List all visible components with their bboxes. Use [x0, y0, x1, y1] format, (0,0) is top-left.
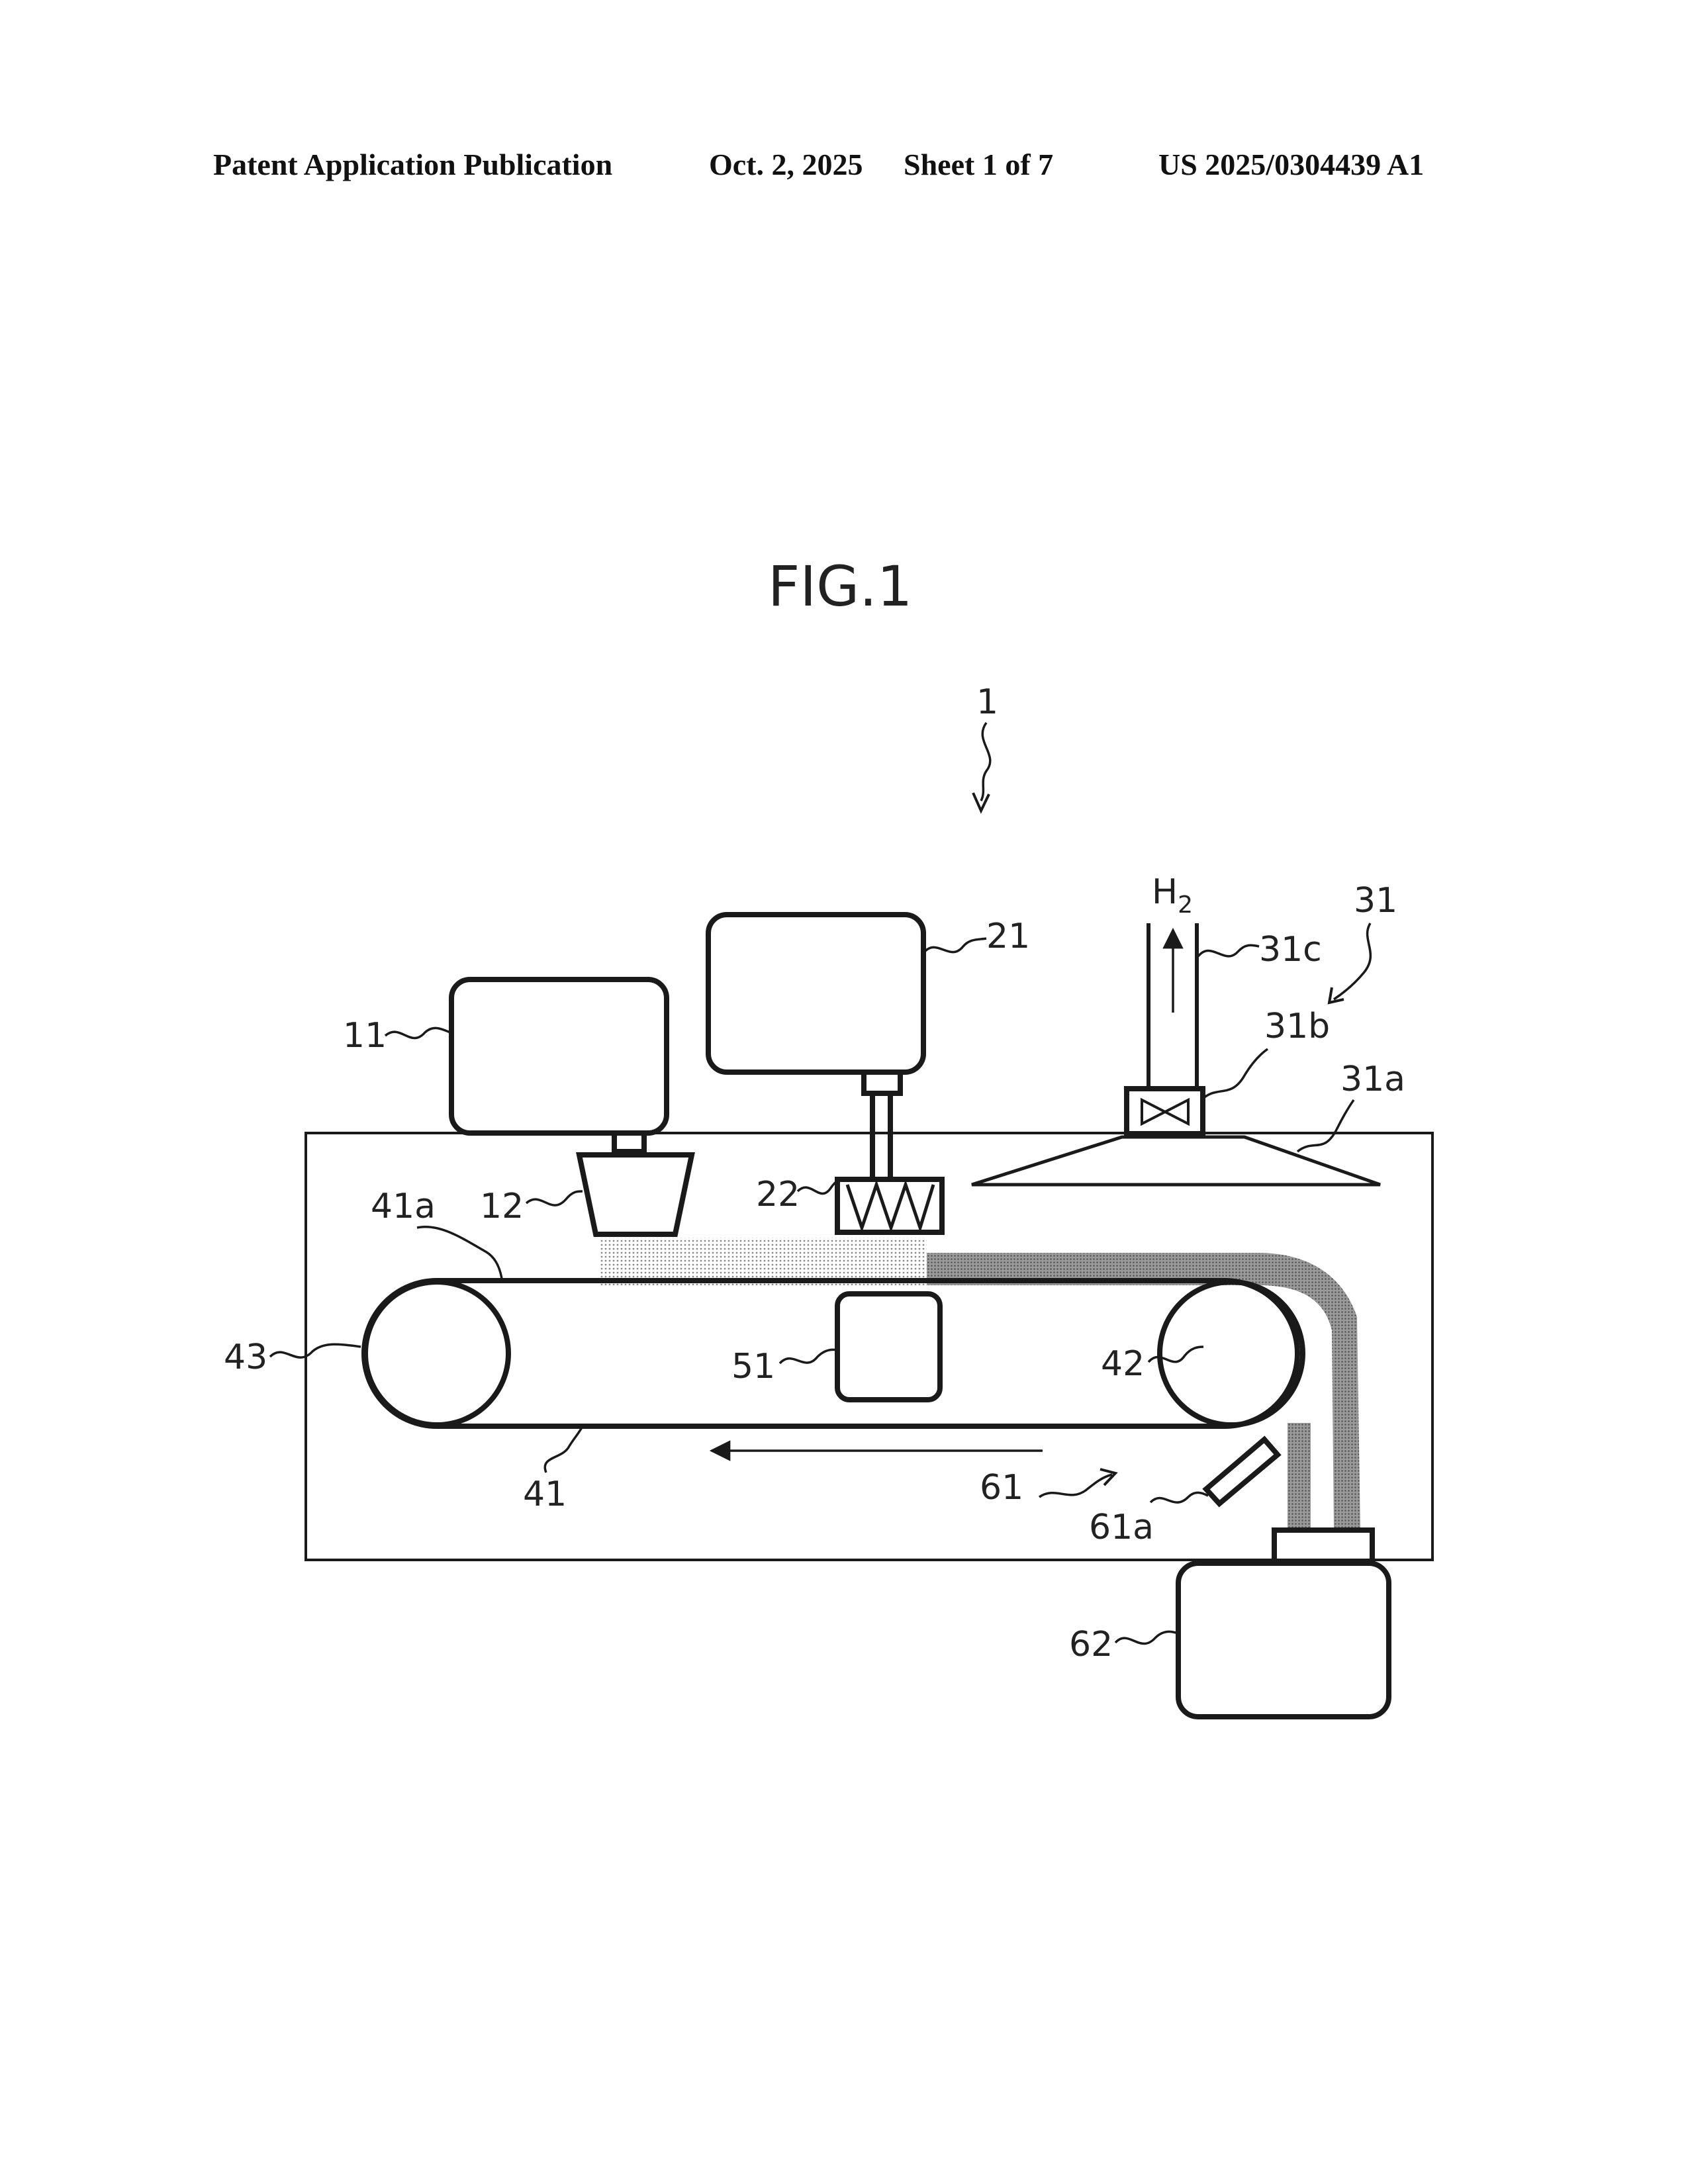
- collector-62: [1178, 1563, 1389, 1717]
- leader-42: [1149, 1347, 1203, 1362]
- leader-31: [1334, 923, 1370, 999]
- arrow-1-head: [973, 793, 989, 811]
- label-43: 43: [224, 1338, 267, 1377]
- label-41a: 41a: [371, 1187, 436, 1226]
- leader-12: [526, 1191, 583, 1205]
- label-31a: 31a: [1340, 1060, 1405, 1099]
- chamber-frame: [306, 1133, 1432, 1560]
- scraper-61a: [1206, 1439, 1278, 1504]
- valve-31b-symbol: [1142, 1100, 1188, 1124]
- leader-51: [780, 1349, 837, 1363]
- unit-21: [708, 915, 923, 1072]
- label-h2: H2: [1152, 872, 1193, 919]
- leader-1: [981, 723, 990, 801]
- unit-11: [451, 979, 667, 1133]
- label-61a: 61a: [1089, 1508, 1154, 1547]
- leader-62: [1115, 1631, 1178, 1643]
- label-62: 62: [1069, 1625, 1113, 1664]
- label-42: 42: [1101, 1344, 1145, 1384]
- leader-41: [545, 1426, 583, 1473]
- leader-31a: [1297, 1100, 1354, 1152]
- label-51: 51: [731, 1347, 775, 1387]
- leader-61a: [1150, 1492, 1208, 1502]
- leader-21: [923, 938, 986, 953]
- nozzle-12: [579, 1155, 692, 1234]
- leader-11: [385, 1028, 450, 1038]
- leader-31c: [1198, 945, 1259, 956]
- label-1: 1: [976, 682, 998, 722]
- label-31: 31: [1354, 881, 1397, 921]
- leader-43: [270, 1344, 361, 1357]
- label-41: 41: [523, 1475, 567, 1514]
- label-31b: 31b: [1264, 1007, 1330, 1046]
- label-11: 11: [343, 1016, 387, 1056]
- leader-41a: [417, 1227, 502, 1279]
- leader-31b: [1203, 1049, 1268, 1099]
- arrow-61: [1039, 1475, 1112, 1497]
- figure-title: FIG.1: [768, 554, 912, 619]
- connector-11-12: [614, 1133, 644, 1152]
- collector-62-inlet: [1274, 1530, 1372, 1563]
- tool-22-teeth: [847, 1185, 933, 1228]
- roller-42: [1160, 1282, 1303, 1425]
- leader-22: [798, 1181, 837, 1194]
- unit-51: [837, 1294, 940, 1400]
- label-22: 22: [756, 1175, 800, 1214]
- connector-21: [864, 1072, 900, 1093]
- label-12: 12: [480, 1187, 524, 1226]
- roller-43: [365, 1282, 508, 1425]
- label-61: 61: [980, 1468, 1023, 1508]
- label-31c: 31c: [1259, 930, 1322, 970]
- collection-channel: [1288, 1423, 1311, 1530]
- label-21: 21: [986, 917, 1030, 956]
